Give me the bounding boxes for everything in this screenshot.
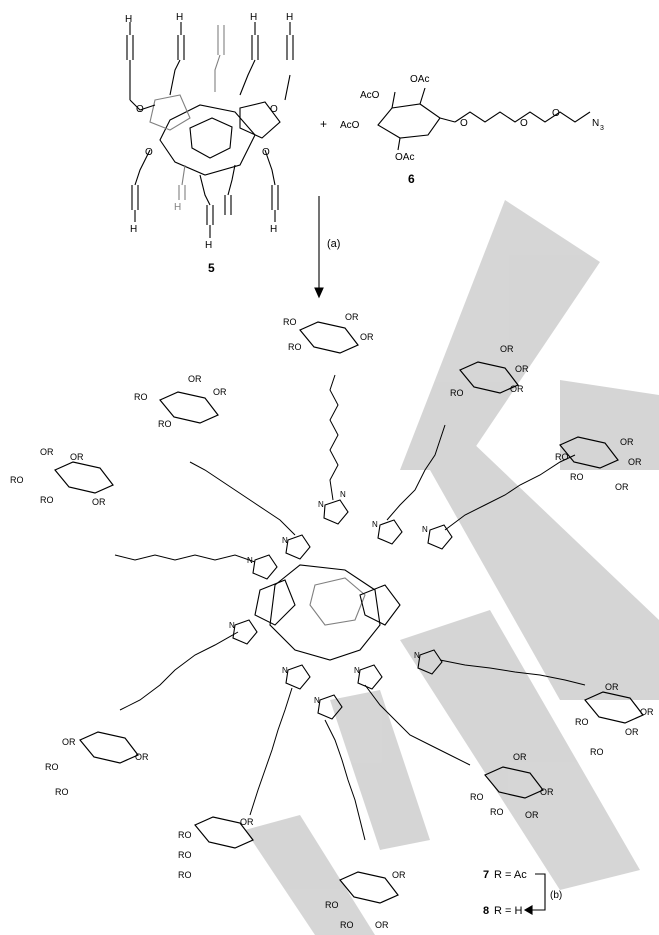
or-label: RO <box>340 920 354 930</box>
or-label: RO <box>283 317 297 327</box>
or-label: OR <box>525 810 539 820</box>
or-label: RO <box>158 419 172 429</box>
or-label: OR <box>500 344 514 354</box>
compound-8-label: 8 <box>483 905 489 917</box>
alkyne-h-3: H <box>250 12 257 23</box>
or-label: OR <box>540 787 554 797</box>
alkyne-h-7: H <box>270 224 277 235</box>
reaction-arrow-a <box>314 196 324 299</box>
oac-6c: AcO <box>340 120 360 131</box>
or-label: OR <box>605 682 619 692</box>
azide-n: N <box>592 118 599 129</box>
peg-linkers <box>114 374 586 841</box>
azide-subscript: 3 <box>600 125 604 132</box>
or-label: OR <box>513 752 527 762</box>
reaction-arrow-b <box>523 873 546 915</box>
oxygen-6c: O <box>552 108 560 119</box>
step-b-label: (b) <box>550 890 562 901</box>
compound-5-label: 5 <box>208 261 215 275</box>
or-label: RO <box>490 807 504 817</box>
or-label: OR <box>213 387 227 397</box>
alkyne-h-1: H <box>125 14 132 25</box>
triazole-n-label: N <box>340 490 346 499</box>
or-label: RO <box>470 792 484 802</box>
or-label: OR <box>625 727 639 737</box>
or-label: RO <box>450 388 464 398</box>
triazole-rings <box>232 499 453 720</box>
oxygen-6a: O <box>460 118 468 129</box>
triazole-n-label: N <box>229 621 235 630</box>
or-label: OR <box>40 447 54 457</box>
or-label: OR <box>615 482 629 492</box>
triazole-n-label: N <box>282 666 288 675</box>
legend-7-text: R = Ac <box>494 869 527 881</box>
or-label: OR <box>510 384 524 394</box>
or-label: RO <box>590 747 604 757</box>
oac-6b: OAc <box>410 74 429 85</box>
reactant-6-structure <box>377 87 591 151</box>
or-label: OR <box>345 312 359 322</box>
or-label: OR <box>628 457 642 467</box>
oxygen-6b: O <box>520 118 528 129</box>
oac-6a: AcO <box>360 90 380 101</box>
triazole-n-label: N <box>318 500 324 509</box>
or-label: RO <box>178 870 192 880</box>
plus-sign: + <box>320 117 327 131</box>
or-label: OR <box>70 452 84 462</box>
oac-6d: OAc <box>395 152 414 163</box>
triazole-n-label: N <box>422 525 428 534</box>
or-label: RO <box>55 787 69 797</box>
or-label: OR <box>62 737 76 747</box>
legend-8-text: R = H <box>494 905 522 917</box>
or-label: RO <box>178 830 192 840</box>
or-label: RO <box>325 900 339 910</box>
or-label: OR <box>620 437 634 447</box>
or-label: OR <box>640 707 654 717</box>
triazole-n-label: N <box>282 536 288 545</box>
or-label: OR <box>392 870 406 880</box>
or-label: OR <box>92 497 106 507</box>
or-label: RO <box>10 475 24 485</box>
watermark <box>245 200 659 935</box>
alkyne-h-4: H <box>286 12 293 23</box>
triazole-n-label: N <box>354 666 360 675</box>
alkyne-h-5: H <box>130 224 137 235</box>
or-label: RO <box>570 472 584 482</box>
reactant-5-structure <box>126 22 294 238</box>
or-label: RO <box>575 717 589 727</box>
oxygen-5a: O <box>136 104 144 115</box>
or-label: RO <box>45 762 59 772</box>
triazole-n-label: N <box>247 556 253 565</box>
triazole-n-label: N <box>414 651 420 660</box>
step-a-label: (a) <box>327 238 340 250</box>
alkyne-h-8: H <box>174 202 181 213</box>
or-label: RO <box>40 495 54 505</box>
or-label: RO <box>178 850 192 860</box>
or-label: OR <box>240 817 254 827</box>
or-label: RO <box>555 452 569 462</box>
triazole-n-label: N <box>372 520 378 529</box>
oxygen-5c: O <box>145 147 153 158</box>
or-label: RO <box>134 392 148 402</box>
oxygen-5b: O <box>270 104 278 115</box>
or-label: OR <box>375 920 389 930</box>
galactose-units <box>54 321 644 904</box>
oxygen-5d: O <box>262 147 270 158</box>
or-label: OR <box>188 374 202 384</box>
or-label: OR <box>135 752 149 762</box>
product-legend: 7 R = Ac 8 R = H (b) <box>483 869 562 917</box>
alkyne-h-6: H <box>205 240 212 251</box>
product-core <box>254 564 401 661</box>
or-label: RO <box>288 342 302 352</box>
compound-7-label: 7 <box>483 869 489 881</box>
alkyne-h-2: H <box>176 12 183 23</box>
triazole-n-label: N <box>314 696 320 705</box>
compound-6-label: 6 <box>408 172 415 186</box>
or-label: OR <box>515 364 529 374</box>
or-label: OR <box>360 332 374 342</box>
